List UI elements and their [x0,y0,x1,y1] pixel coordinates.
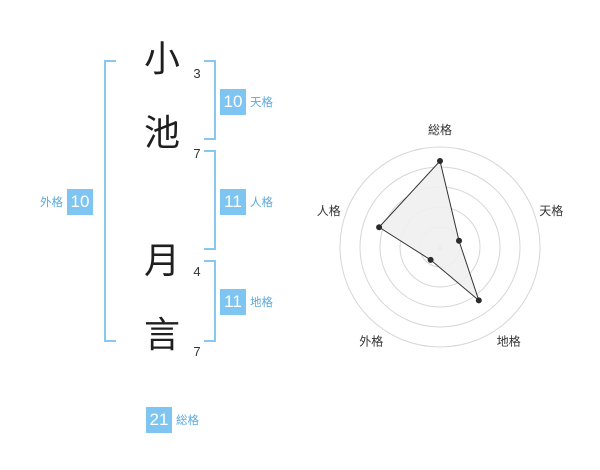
jinkaku-bracket [204,150,216,250]
radar-point-4 [427,256,434,263]
chikaku-value: 11 [220,289,246,315]
gaikaku-badge: 外格 10 [40,189,93,215]
stroke-count-3: 4 [193,264,201,279]
stroke-count-4: 7 [193,344,201,359]
radar-axis-label: 外格 [359,334,383,349]
chikaku-label: 地格 [250,295,273,309]
tenkaku-badge: 10 天格 [220,89,273,115]
name-char-3: 月 [143,241,180,282]
chikaku-bracket [204,260,216,342]
gaikaku-label: 外格 [40,195,63,209]
soukaku-badge: 21 総格 [146,407,199,433]
radar-axis-label: 人格 [317,203,341,218]
jinkaku-label: 人格 [250,195,273,209]
tenkaku-bracket [204,60,216,140]
radar-ring [339,146,541,348]
name-char-1: 小 [143,39,180,80]
radar-point-1 [437,158,443,164]
name-char-4: 言 [143,315,180,356]
gaikaku-bracket [104,60,116,342]
radar-point-2 [456,237,462,244]
radar-axis-label: 地格 [497,334,521,349]
chikaku-badge: 11 地格 [220,289,273,315]
radar-axis-label: 総格 [428,122,452,137]
radar-area [378,159,480,302]
tenkaku-label: 天格 [250,95,273,109]
name-char-2: 池 [143,113,180,154]
gaikaku-value: 10 [67,189,93,215]
soukaku-value: 21 [146,407,172,433]
stroke-count-2: 7 [193,146,201,161]
radar-point-3 [475,297,482,304]
radar-axis-label: 天格 [539,203,563,218]
tenkaku-value: 10 [220,89,246,115]
jinkaku-value: 11 [220,189,246,215]
stroke-count-1: 3 [193,66,201,81]
jinkaku-badge: 11 人格 [220,189,273,215]
radar-point-5 [376,224,383,231]
soukaku-label: 総格 [176,413,199,427]
